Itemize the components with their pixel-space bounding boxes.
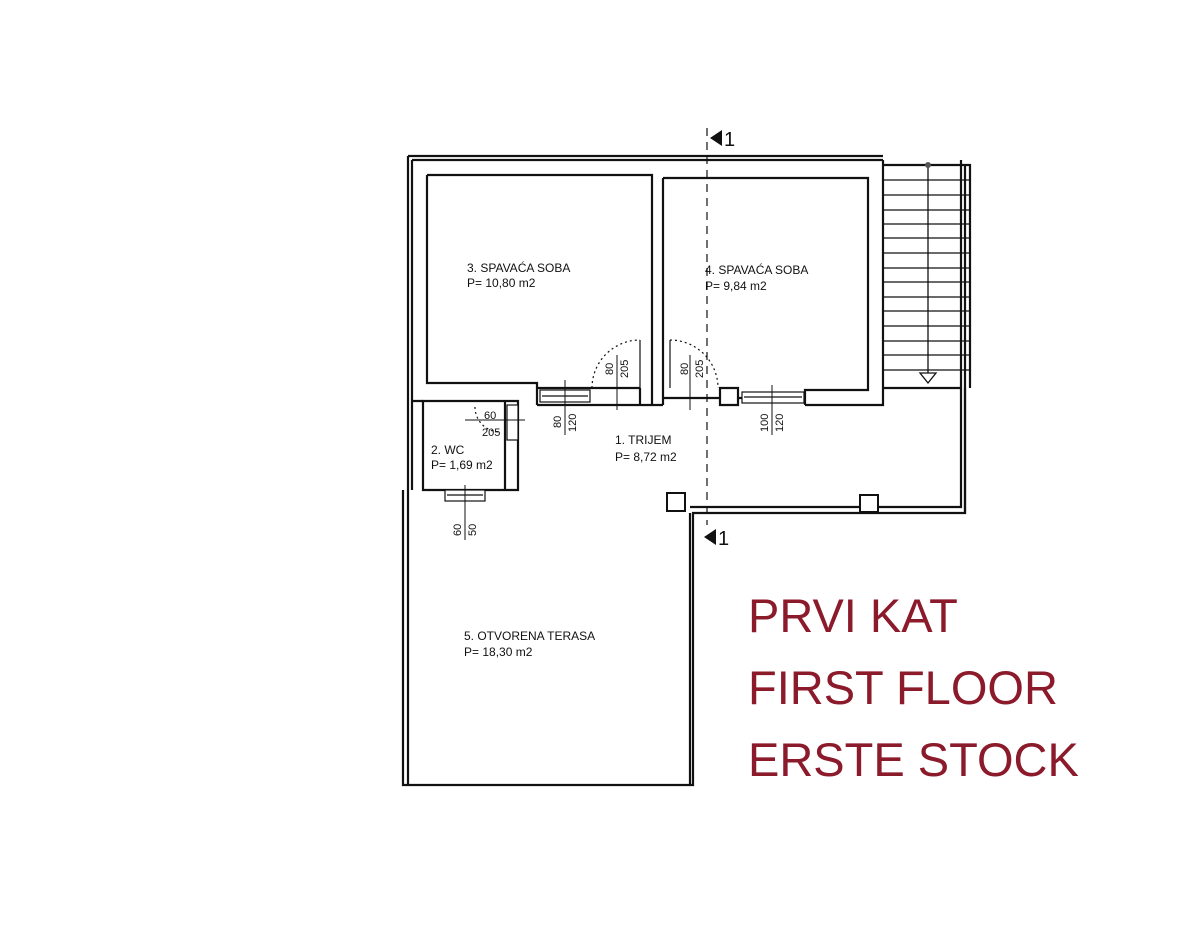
room-3-area: P= 10,80 m2 [467, 276, 536, 290]
room-4-area: P= 9,84 m2 [705, 279, 767, 293]
section-marker-bottom: 1 [718, 528, 729, 550]
window-room4-height: 120 [774, 414, 786, 432]
stair-arrow-icon [918, 372, 938, 385]
column [666, 492, 686, 512]
window-wc-width: 60 [452, 524, 464, 536]
room-3-name: 3. SPAVAĆA SOBA [467, 260, 570, 275]
room-5-area: P= 18,30 m2 [464, 645, 533, 659]
stair-start-dot [925, 162, 931, 168]
room-2-name: 2. WC [431, 443, 465, 457]
column [859, 494, 879, 513]
door-room3-width: 80 [604, 363, 616, 375]
window-room4-width: 100 [759, 414, 771, 432]
window-room3-width: 80 [552, 416, 564, 428]
section-arrow-icon [704, 529, 716, 545]
door-swings [474, 339, 719, 433]
door-leaves [639, 340, 671, 388]
room-1-name: 1. TRIJEM [615, 433, 671, 447]
title-english: FIRST FLOOR [748, 661, 1058, 714]
title-croatian: PRVI KAT [748, 589, 958, 642]
room-2-area: P= 1,69 m2 [431, 458, 493, 472]
walls [401, 154, 972, 787]
door-room4-height: 205 [694, 360, 706, 378]
stair-treads [883, 165, 970, 375]
window-room3-height: 120 [567, 414, 579, 432]
door-wc-height: 205 [482, 427, 500, 439]
room-5-name: 5. OTVORENA TERASA [464, 629, 595, 643]
room-1-area: P= 8,72 m2 [615, 450, 677, 464]
title-german: ERSTE STOCK [748, 733, 1079, 786]
door-room4-width: 80 [679, 363, 691, 375]
section-arrow-icon [710, 130, 722, 146]
door-wc-width: 60 [484, 410, 496, 422]
door-room3-height: 205 [619, 360, 631, 378]
section-marker-top: 1 [724, 129, 735, 151]
room-4-name: 4. SPAVAĆA SOBA [705, 262, 808, 277]
window-wc-height: 50 [467, 524, 479, 536]
dimension-ticks [464, 355, 773, 540]
